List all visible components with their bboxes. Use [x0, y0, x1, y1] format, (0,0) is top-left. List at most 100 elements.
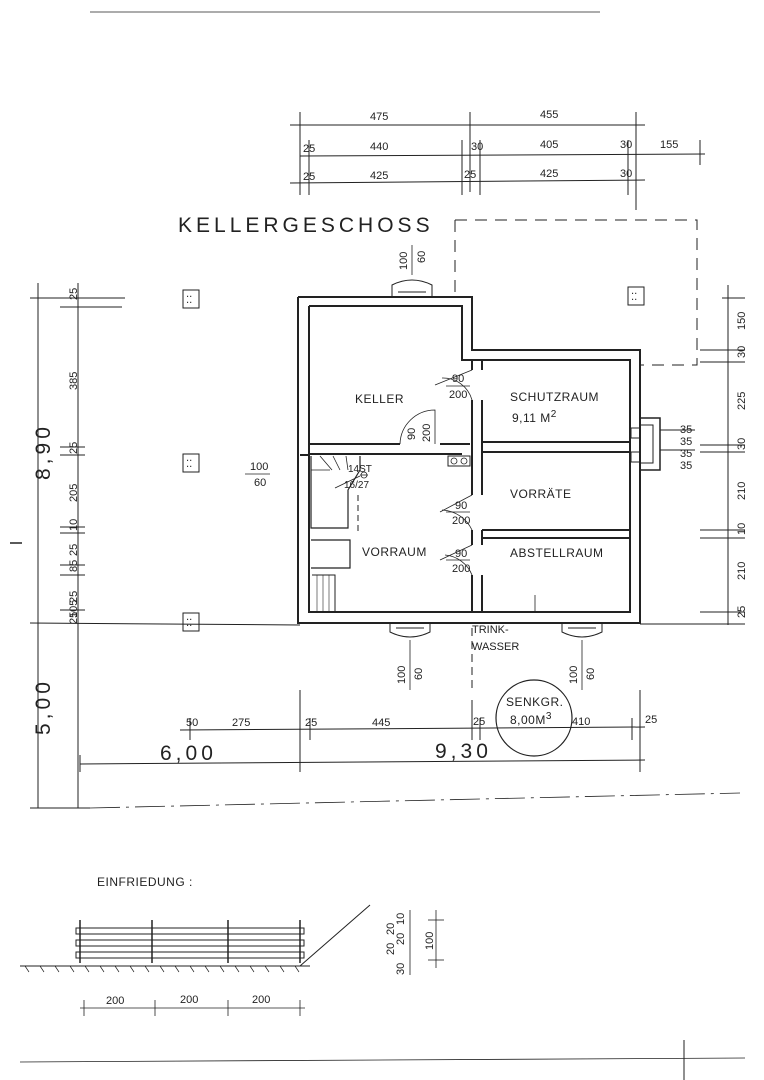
room-schutzraum-area: 9,11 M2 — [512, 409, 557, 425]
svg-text:⁚⁚: ⁚⁚ — [186, 295, 192, 306]
right-shaft-35d: 35 — [680, 460, 692, 472]
bottom-dim-410: 410 — [572, 716, 590, 728]
fence-vdim-30: 30 — [395, 963, 407, 975]
light-well-top — [391, 279, 433, 297]
left-dim-25e: 25 — [68, 612, 80, 624]
light-well-bottom-left — [389, 623, 431, 638]
svg-text:⁚⁚: ⁚⁚ — [186, 618, 192, 629]
top-dim-25a: 25 — [303, 143, 315, 155]
building-walls — [297, 296, 641, 624]
room-abstellraum: ABSTELLRAUM — [510, 546, 604, 560]
top-dim-25c: 25 — [464, 169, 476, 181]
left-dim-25b: 25 — [68, 442, 80, 454]
trinkwasser-line1: TRINK- — [472, 624, 509, 636]
top-dimension-chains: 475 455 25 440 30 405 30 155 25 425 25 4… — [289, 109, 706, 210]
top-dim-425a: 425 — [370, 170, 388, 182]
staircase — [310, 455, 368, 612]
door-keller-vert-height: 200 — [421, 424, 433, 442]
door-keller-width: 90 — [452, 373, 464, 385]
left-dimension-chains — [10, 283, 301, 809]
bottom-dim-445: 445 — [372, 717, 390, 729]
fence-vdim-20c: 20 — [385, 923, 397, 935]
fence-vdim-20a: 20 — [385, 943, 397, 955]
room-schutzraum: SCHUTZRAUM — [510, 390, 599, 404]
door-keller-vorraum — [399, 409, 436, 445]
bottom-dim-50: 50 — [186, 717, 198, 729]
top-dim-405: 405 — [540, 139, 558, 151]
foundation-marker-right: ⁚⁚ — [627, 286, 645, 306]
right-dim-25: 25 — [736, 606, 748, 618]
right-dim-30b: 30 — [736, 438, 748, 450]
door-vorraete — [439, 494, 473, 531]
door-keller-height: 200 — [449, 389, 467, 401]
right-shaft-35b: 35 — [680, 436, 692, 448]
trinkwasser-line2: WASSER — [472, 641, 519, 653]
septic-tank-volume: 8,00M3 — [510, 711, 552, 727]
room-vorraete: VORRÄTE — [510, 487, 572, 501]
bottom-right-vent-width: 100 — [568, 666, 580, 684]
bottom-total-930: 9,30 — [435, 740, 492, 763]
septic-tank-circle — [495, 679, 573, 757]
top-vent-width: 100 — [398, 252, 410, 270]
top-dim-30b: 30 — [620, 139, 632, 151]
top-dim-455: 455 — [540, 109, 558, 121]
right-dim-10: 10 — [736, 523, 748, 535]
sink-fixture — [447, 455, 471, 467]
bottom-right-vent-height: 60 — [585, 668, 597, 680]
right-dimension-chain — [640, 285, 745, 625]
fence-dim-200a: 200 — [106, 995, 124, 1007]
left-dim-10: 10 — [68, 519, 80, 531]
top-dim-25b: 25 — [303, 171, 315, 183]
door-vorraete-height: 200 — [452, 515, 470, 527]
fence-dim-200b: 200 — [180, 994, 198, 1006]
door-abstell-height: 200 — [452, 563, 470, 575]
left-total-500: 5,00 — [32, 678, 55, 735]
light-well-bottom-right — [561, 623, 603, 638]
bottom-border-line — [19, 1057, 746, 1063]
right-dim-210a: 210 — [736, 482, 748, 500]
dashed-outline-annex — [455, 219, 698, 366]
bottom-dim-25c: 25 — [645, 714, 657, 726]
right-dim-210b: 210 — [736, 562, 748, 580]
fence-horizontal-dims — [80, 1000, 305, 1016]
bottom-dim-275: 275 — [232, 717, 250, 729]
right-shaft-35c: 35 — [680, 448, 692, 460]
fence-detail-title: EINFRIEDUNG : — [97, 875, 193, 889]
left-dim-25d: 25 — [68, 591, 80, 603]
shaft-right — [630, 417, 661, 471]
right-shaft-35a: 35 — [680, 424, 692, 436]
septic-tank-label: SENKGR. — [506, 695, 564, 709]
top-dim-30c: 30 — [620, 168, 632, 180]
top-vent-height: 60 — [416, 251, 428, 263]
svg-text:⁚⁚: ⁚⁚ — [631, 292, 637, 303]
door-abstell-width: 90 — [455, 548, 467, 560]
fence-vdim-20b: 20 — [395, 933, 407, 945]
left-total-890: 8,90 — [32, 423, 55, 480]
foundation-marker-bottom: ⁚⁚ — [182, 612, 200, 632]
left-dim-385: 385 — [68, 372, 80, 390]
right-dim-225: 225 — [736, 392, 748, 410]
bottom-dim-25a: 25 — [305, 717, 317, 729]
right-dim-30a: 30 — [736, 346, 748, 358]
bottom-total-600: 6,00 — [160, 742, 217, 765]
foundation-marker-top: ⁚⁚ — [182, 289, 200, 309]
left-dim-205: 205 — [68, 484, 80, 502]
fence-vdim-100: 100 — [424, 932, 436, 950]
door-keller-schutzraum — [434, 369, 473, 401]
top-dim-425b: 425 — [540, 168, 558, 180]
top-dim-475: 475 — [370, 111, 388, 123]
right-dim-150: 150 — [736, 312, 748, 330]
bottom-dim-25b: 25 — [473, 716, 485, 728]
room-vorraum: VORRAUM — [362, 545, 427, 559]
drawing-title: KELLERGESCHOSS — [178, 214, 434, 237]
top-dim-30a: 30 — [471, 141, 483, 153]
door-vorraete-width: 90 — [455, 500, 467, 512]
fence-dim-200c: 200 — [252, 994, 270, 1006]
top-dim-440: 440 — [370, 141, 388, 153]
bottom-left-vent-height: 60 — [413, 668, 425, 680]
left-dim-85: 85 — [68, 560, 80, 572]
left-dim-105: 105 — [68, 600, 80, 618]
left-vent-height: 60 — [254, 477, 266, 489]
foundation-marker-middle: ⁚⁚ — [182, 453, 200, 473]
left-vent-width: 100 — [250, 461, 268, 473]
